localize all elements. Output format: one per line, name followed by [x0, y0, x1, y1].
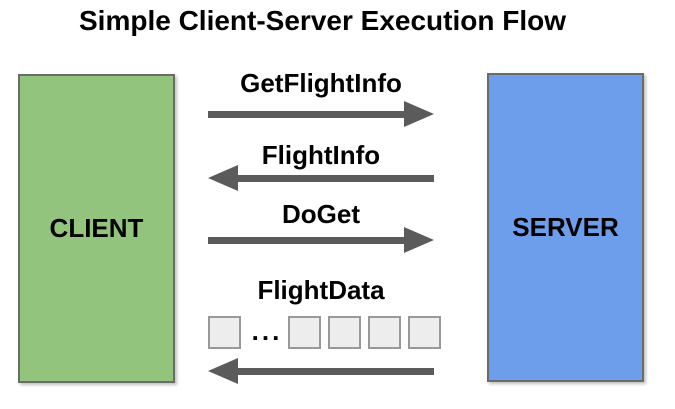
stream-ellipsis: ... [251, 316, 283, 346]
message-label-getflightinfo: GetFlightInfo [240, 68, 402, 98]
data-chunk-square [208, 316, 241, 349]
arrow-head-right-icon [404, 101, 434, 127]
arrow-left-flightinfo [208, 165, 434, 191]
client-node-label: CLIENT [49, 213, 144, 243]
data-chunk-square [408, 316, 441, 349]
server-node-label: SERVER [512, 212, 619, 242]
arrow-shaft [238, 367, 434, 375]
data-chunk-square [368, 316, 401, 349]
arrow-head-left-icon [208, 165, 238, 191]
arrow-shaft [208, 110, 404, 118]
arrow-shaft [238, 174, 434, 182]
arrow-left-flightdata [208, 358, 434, 384]
message-label-doget: DoGet [282, 199, 360, 229]
arrow-shaft [208, 236, 404, 244]
data-chunk-square [328, 316, 361, 349]
message-label-flightinfo: FlightInfo [261, 140, 381, 170]
diagram-title: Simple Client-Server Execution Flow [78, 5, 566, 36]
arrow-head-left-icon [208, 358, 238, 384]
server-node: SERVER [487, 73, 644, 382]
arrow-right-getflightinfo [208, 101, 434, 127]
flightdata-stream-chunks: ... [208, 316, 441, 349]
client-node: CLIENT [18, 74, 175, 383]
message-label-flightdata: FlightData [257, 275, 385, 305]
arrow-right-doget [208, 227, 434, 253]
arrow-head-right-icon [404, 227, 434, 253]
data-chunk-square [288, 316, 321, 349]
